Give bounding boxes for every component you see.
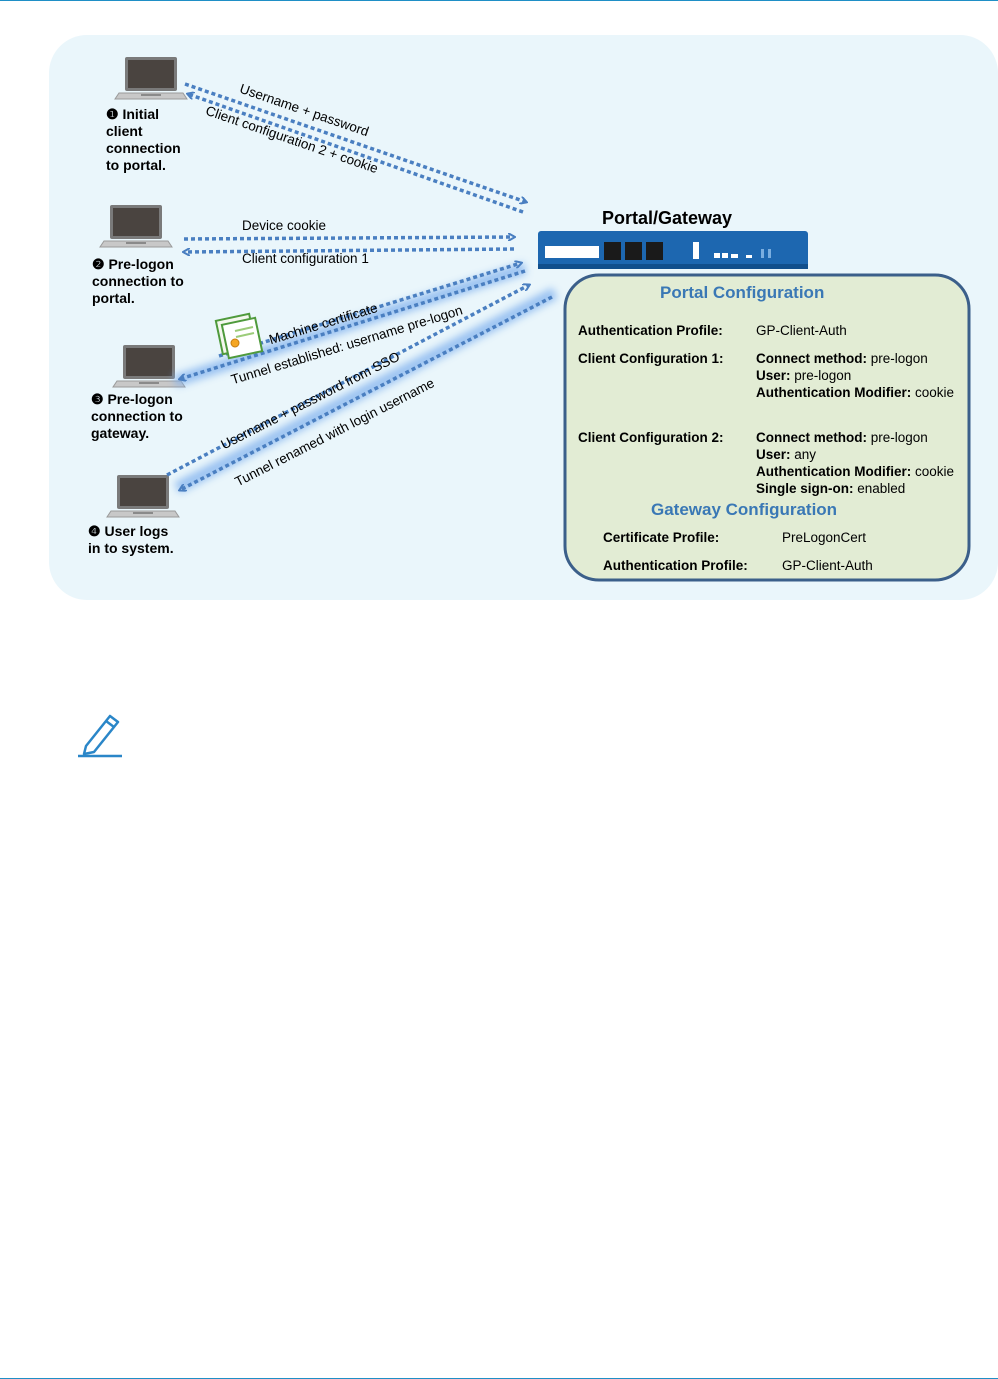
- pencil-note-icon: [78, 714, 122, 758]
- client-config2-key: Client Configuration 2:: [578, 430, 724, 445]
- gateway-cert-profile-value: PreLogonCert: [782, 530, 867, 545]
- prelogon-flow-diagram: ❶ Initial client connection to portal. ❷…: [49, 35, 998, 600]
- portal-gateway-config-panel: [563, 273, 971, 582]
- step-3-label: ❸ Pre-logon connection to gateway.: [91, 391, 183, 441]
- client-config1-values: Connect method: pre-logon User: pre-logo…: [756, 351, 955, 400]
- gateway-config-heading: Gateway Configuration: [651, 500, 838, 519]
- gateway-cert-profile-key: Certificate Profile:: [603, 530, 720, 545]
- client-config2-values: Connect method: pre-logon User: any Auth…: [756, 430, 955, 496]
- portal-config-heading: Portal Configuration: [660, 283, 825, 302]
- laptop-icon: [106, 474, 180, 518]
- top-rule: [0, 0, 998, 1]
- laptop-icon: [114, 56, 188, 100]
- laptop-icon: [112, 344, 186, 388]
- flow-label-client-config1: Client configuration 1: [242, 251, 369, 266]
- firewall-appliance-icon: [538, 231, 808, 269]
- portal-auth-profile-key: Authentication Profile:: [578, 323, 723, 338]
- client-config1-key: Client Configuration 1:: [578, 351, 724, 366]
- laptop-icon: [99, 204, 173, 248]
- diagram-canvas: [49, 35, 998, 600]
- flow-label-device-cookie: Device cookie: [242, 218, 327, 233]
- certificate-icon: [214, 312, 264, 360]
- step-4-label: ❹ User logs in to system.: [88, 523, 174, 556]
- flow-arrows: [166, 82, 553, 490]
- step-1-label: ❶ Initial client connection to portal.: [106, 106, 181, 173]
- step-2-label: ❷ Pre-logon connection to portal.: [92, 256, 184, 306]
- gateway-auth-profile-value: GP-Client-Auth: [782, 558, 873, 573]
- portal-gateway-title: Portal/Gateway: [602, 208, 733, 228]
- gateway-auth-profile-key: Authentication Profile:: [603, 558, 748, 573]
- portal-auth-profile-value: GP-Client-Auth: [756, 323, 847, 338]
